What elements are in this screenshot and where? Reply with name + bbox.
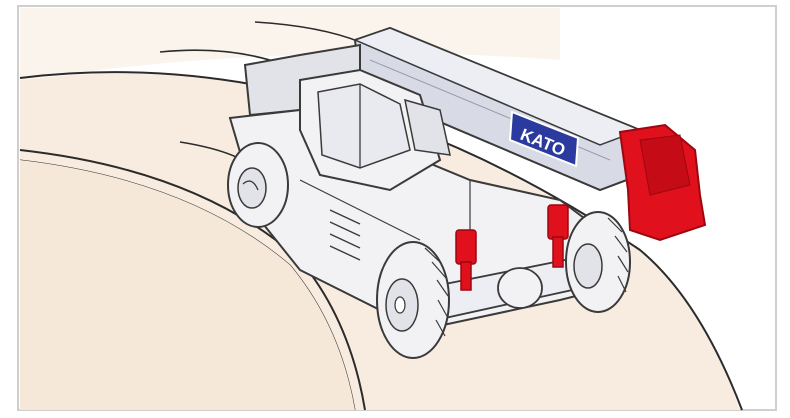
rear-wheel [228,143,288,227]
front-left-wheel [377,242,449,358]
front-right-wheel [566,212,630,312]
